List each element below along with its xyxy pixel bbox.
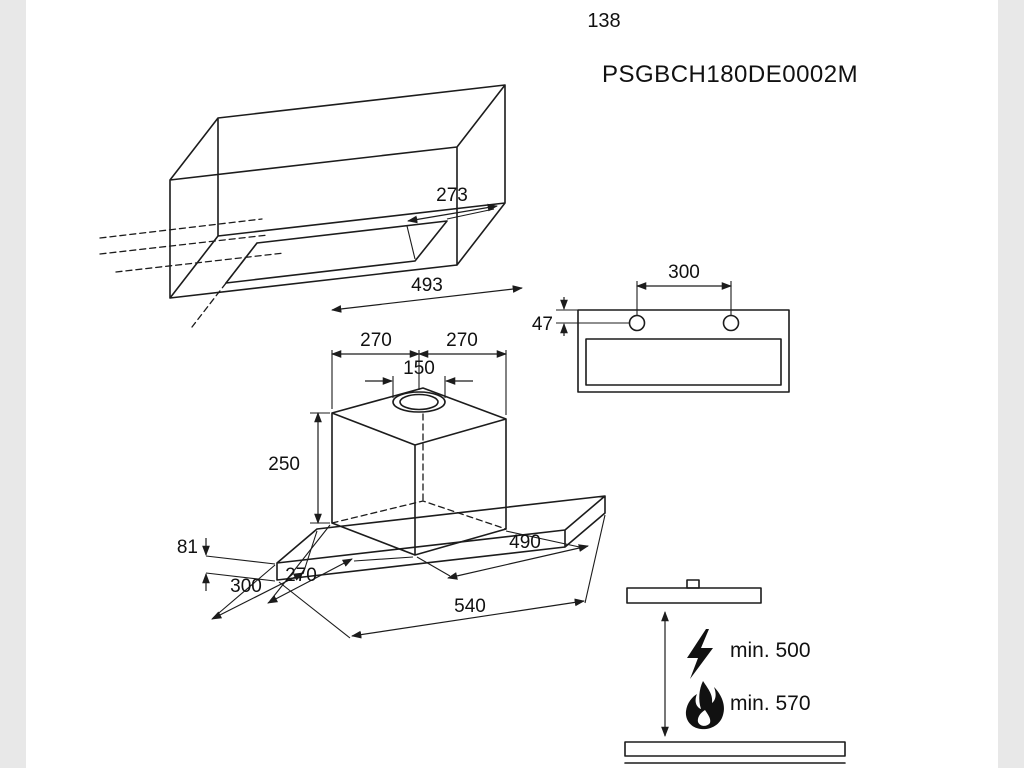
dim-hole-spacing: 300: [636, 262, 732, 315]
clearance-diagram: min. 500 min. 570: [624, 579, 846, 764]
dim-label-490: 490: [509, 532, 541, 553]
dim-frame-width: 540: [278, 514, 606, 639]
dim-body-height: 250: [268, 412, 330, 524]
hood-bottom-frame: [276, 495, 606, 581]
hood-duct-stub: [686, 579, 700, 589]
lightning-bolt-icon: [687, 629, 713, 679]
dim-frame-height: 81: [177, 537, 276, 591]
duct-collar-outer: [392, 391, 446, 413]
dim-cutout-width: 493: [331, 275, 523, 313]
gas-clearance-label: min. 570: [730, 692, 811, 715]
dim-label-250: 250: [268, 454, 300, 475]
dim-label-493: 493: [411, 275, 443, 296]
page-background: [26, 0, 998, 768]
dim-label-300-depth: 300: [230, 576, 262, 597]
model-code: PSGBCH180DE0002M: [602, 61, 858, 88]
cabinet-outline: [169, 84, 506, 299]
dim-body-depth: 270: [267, 524, 414, 604]
cabinet-hidden-edges: [99, 218, 285, 328]
flame-icon-inner: [697, 710, 711, 726]
dim-label-270-left: 270: [360, 330, 392, 351]
dim-label-270-right: 270: [446, 330, 478, 351]
dim-duct-diameter: 150: [365, 358, 473, 398]
electric-clearance-label: min. 500: [730, 639, 811, 662]
hood-underside-bar: [626, 587, 762, 604]
dim-label-150: 150: [403, 358, 435, 379]
dim-body-width: 490: [416, 530, 589, 580]
dim-label-270-depth: 270: [285, 565, 317, 586]
dim-label-81: 81: [177, 537, 198, 558]
hood-body-hidden-edges: [331, 413, 507, 530]
cabinet-cutout-drawing: 273 493: [99, 84, 523, 328]
dim-hole-offset: 47: [532, 297, 629, 336]
mounting-hole-right: [722, 314, 740, 332]
dim-label-273: 273: [436, 185, 468, 206]
page-number: 138: [587, 10, 620, 32]
hood-front-view: 300 47: [532, 262, 790, 393]
dim-cutout-depth: 273: [406, 185, 498, 260]
mounting-hole-left: [628, 314, 646, 332]
duct-collar-inner: [399, 393, 439, 411]
dim-duct-offsets: 270 270: [331, 330, 507, 415]
hob-surface: [624, 741, 846, 757]
flame-icon: [685, 681, 724, 730]
dim-label-47: 47: [532, 314, 553, 335]
front-view-housing: [577, 309, 790, 393]
dim-label-540: 540: [454, 596, 486, 617]
front-view-panel: [585, 338, 782, 386]
hood-body: [331, 387, 507, 556]
hood-isometric-drawing: 270 270 150 250 81: [177, 330, 606, 639]
dim-label-300-spacing: 300: [668, 262, 700, 283]
